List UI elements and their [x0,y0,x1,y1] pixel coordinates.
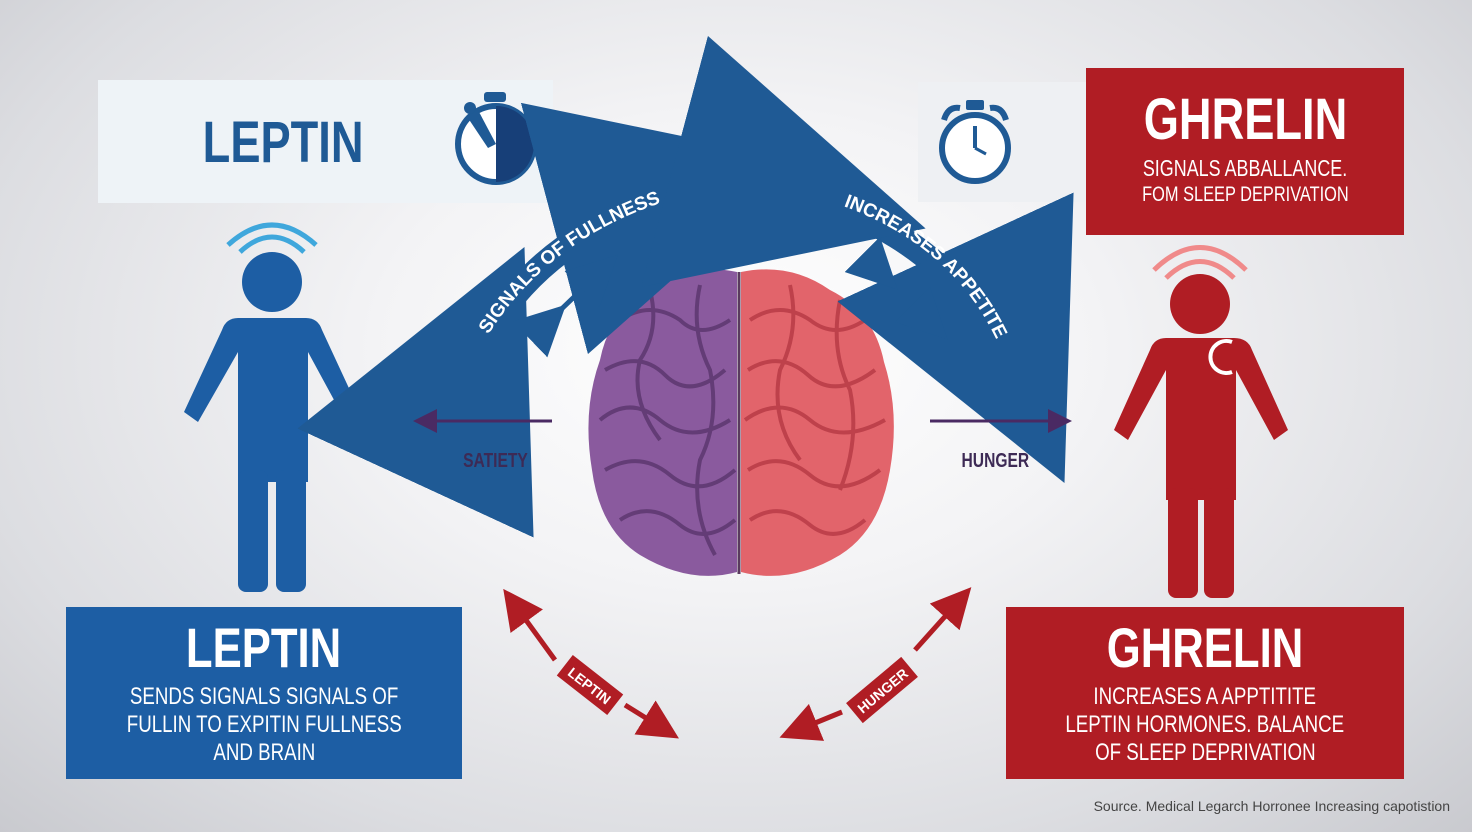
ghrelin-bottom-line-2: LEPTIN HORMONES. BALANCE [1006,711,1404,739]
source-caption: Source. Medical Legarch Horronee Increas… [1000,798,1450,814]
brain-illustration [588,269,893,576]
bottom-left-red-arrow: LEPTIN [515,605,662,728]
ghrelin-bottom-line-3: OF SLEEP DEPRIVATION [1006,739,1404,767]
ghrelin-bottom-title: GHRELIN [1006,617,1404,679]
bottom-right-red-arrow: HUNGER [798,602,958,730]
ghrelin-bottom-line-1: INCREASES A APPTITITE [1006,683,1404,711]
leptin-bottom-line-1: SENDS SIGNALS SIGNALS OF [66,683,462,711]
leptin-bottom-title: LEPTIN [66,617,462,679]
hunger-label: HUNGER [935,450,1055,473]
ghrelin-person-figure [1114,248,1288,599]
leptin-bottom-line-3: AND BRAIN [66,739,462,767]
satiety-label: SATIETY [440,450,550,473]
leptin-person-figure [184,225,360,592]
leptin-bottom-line-2: FULLIN TO EXPITIN FULLNESS [66,711,462,739]
